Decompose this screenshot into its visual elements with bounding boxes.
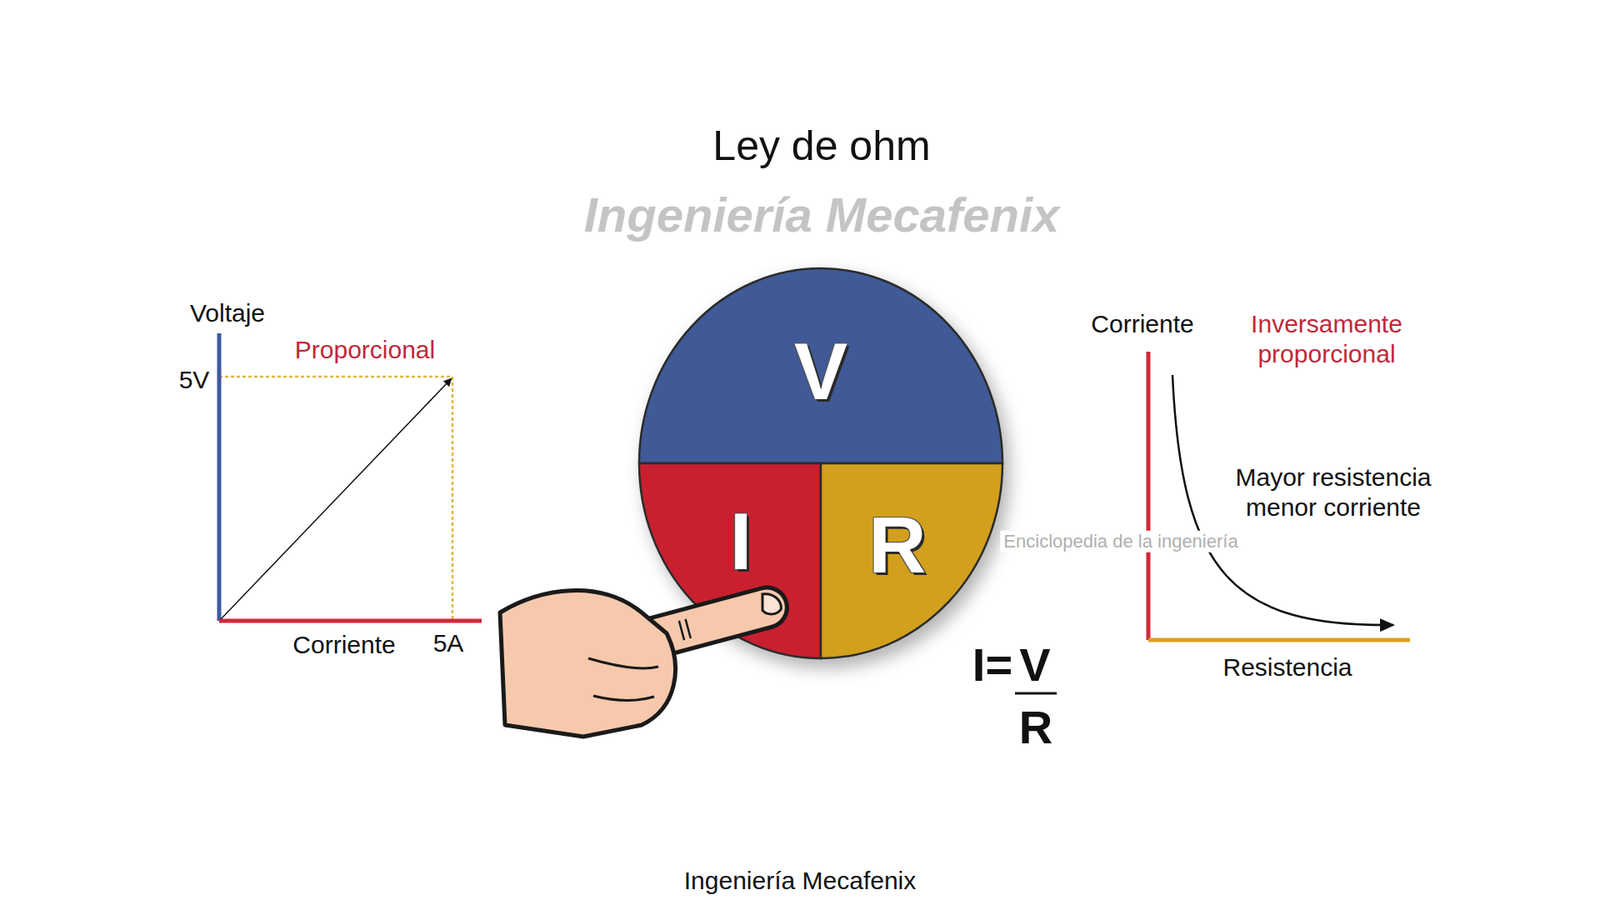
formula-part: V bbox=[1019, 636, 1050, 693]
axis-value: 5V bbox=[179, 365, 210, 395]
watermark: Ingeniería Mecafenix bbox=[584, 185, 1060, 245]
axis-label: Corriente bbox=[1090, 309, 1194, 340]
formula-part: I= bbox=[972, 636, 1013, 693]
axis-label: Voltaje bbox=[190, 298, 265, 329]
resistance-segment: R bbox=[820, 463, 1003, 659]
segment-letter: I bbox=[730, 501, 753, 582]
diagram-title: Ley de ohm bbox=[712, 120, 930, 171]
formula-part: R bbox=[1019, 699, 1053, 755]
relation-label: Proporcional bbox=[295, 335, 435, 365]
fraction-bar bbox=[1015, 692, 1057, 695]
segment-letter: R bbox=[868, 505, 926, 585]
axis-label: Corriente bbox=[292, 630, 395, 660]
proportional-chart bbox=[219, 333, 482, 621]
relation-label: Inversamente proporcional bbox=[1210, 309, 1444, 370]
segment-letter: V bbox=[794, 331, 848, 412]
axis-label: Resistencia bbox=[1222, 652, 1352, 683]
axis-value: 5A bbox=[433, 628, 465, 659]
watermark: Enciclopedia de la ingeniería bbox=[1000, 530, 1241, 553]
diagram-caption: Ingeniería Mecafenix bbox=[684, 865, 917, 896]
note-label: Mayor resistencia menor corriente bbox=[1196, 462, 1470, 523]
voltage-segment: V bbox=[639, 268, 1003, 464]
current-segment: I bbox=[639, 463, 821, 659]
